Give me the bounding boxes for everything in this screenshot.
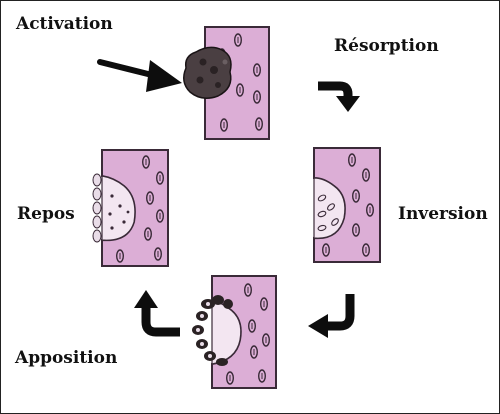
bone-block-inversion	[313, 147, 381, 263]
bone-block-apposition	[192, 275, 277, 389]
osteoblast-lining	[192, 295, 233, 366]
bone-block-repos	[92, 149, 169, 267]
lining-cells	[92, 173, 102, 243]
arrow-apposition-to-repos	[134, 290, 180, 337]
label-repos: Repos	[17, 204, 75, 224]
bone-block-activation	[183, 26, 270, 140]
arrow-resorption-to-inversion	[318, 81, 360, 112]
activation-arrow	[97, 59, 182, 92]
arrow-inversion-to-apposition	[308, 294, 355, 338]
label-activation: Activation	[16, 14, 113, 34]
osteoclast-cluster	[183, 46, 232, 99]
label-inversion: Inversion	[398, 204, 488, 224]
label-resorption: Résorption	[334, 36, 439, 56]
label-apposition: Apposition	[15, 348, 118, 368]
